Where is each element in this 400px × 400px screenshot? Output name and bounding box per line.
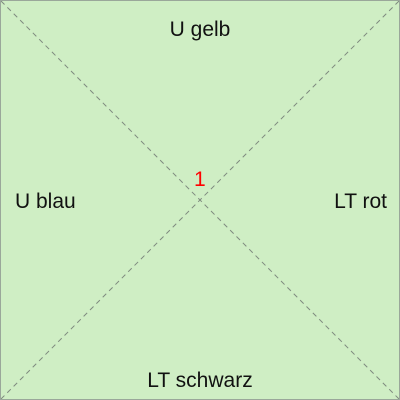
center-number: 1 [194,168,206,191]
label-left: U blau [15,190,76,213]
label-right: LT rot [334,190,387,213]
label-bottom: LT schwarz [147,369,253,392]
label-top: U gelb [169,18,231,41]
